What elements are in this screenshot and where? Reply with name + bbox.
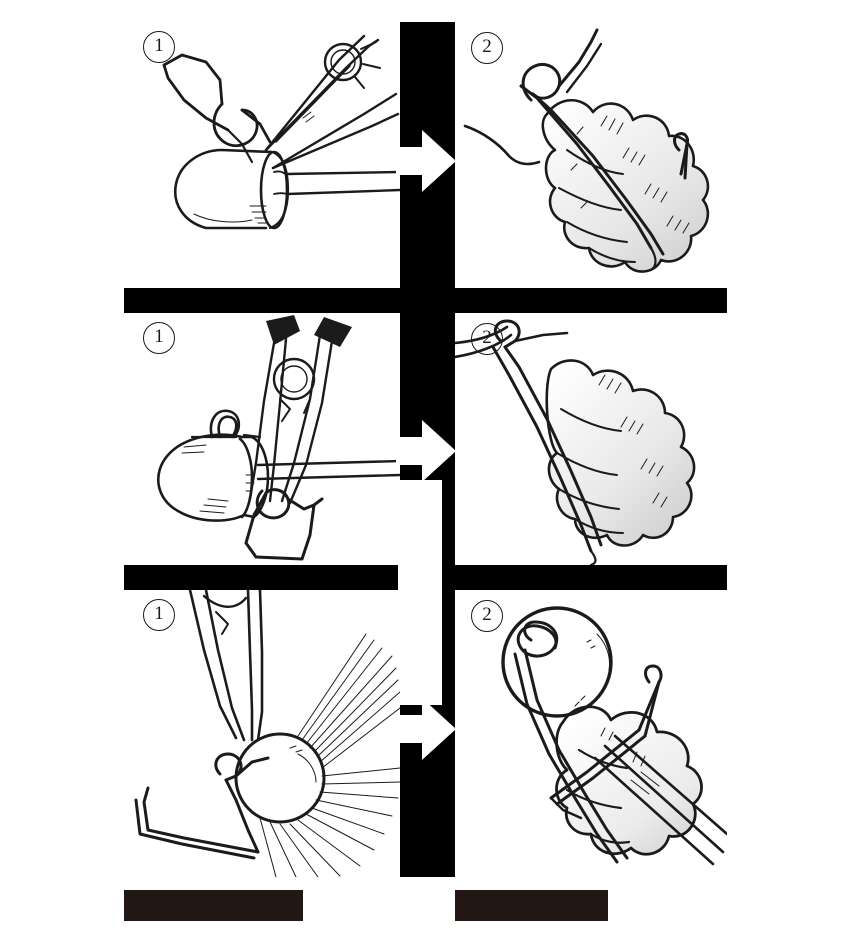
step-number-badge: 2 — [471, 600, 503, 632]
panel-row1-left-artwork — [162, 34, 400, 230]
panel-row3-right: 2 — [455, 590, 727, 877]
panel-row1-left: 1 — [124, 22, 400, 288]
row-divider-bar-1 — [124, 288, 727, 313]
step-number-badge: 1 — [143, 599, 175, 631]
panel-row3-right-artwork — [501, 606, 727, 866]
flow-arrow-row-2 — [396, 412, 458, 490]
row-divider-bar-2-right — [455, 565, 727, 590]
panel-row2-left-artwork — [157, 315, 400, 561]
panel-row1-right-artwork — [463, 28, 710, 273]
step-number-badge: 2 — [471, 323, 503, 355]
row-divider-bar-2-left — [124, 565, 398, 590]
caption-block-right — [455, 890, 608, 921]
flow-arrow-row-3 — [396, 690, 458, 768]
panel-row2-right-artwork — [455, 319, 696, 565]
arrow-right-icon — [396, 130, 456, 192]
flow-arrow-row-1 — [396, 122, 458, 200]
panel-row2-right: 2 — [455, 313, 727, 565]
arrow-right-icon — [396, 420, 456, 482]
caption-block-left — [124, 890, 303, 921]
step-number-badge: 1 — [143, 322, 175, 354]
panel-row2-left: 1 — [124, 313, 400, 565]
arrow-right-icon — [396, 698, 456, 760]
panel-row3-left: 1 — [124, 590, 400, 877]
panel-row3-left-artwork — [134, 590, 400, 877]
step-number-badge: 2 — [471, 32, 503, 64]
center-divider-cutout — [398, 480, 442, 705]
step-number-badge: 1 — [143, 31, 175, 63]
panel-row1-right: 2 — [455, 22, 727, 288]
